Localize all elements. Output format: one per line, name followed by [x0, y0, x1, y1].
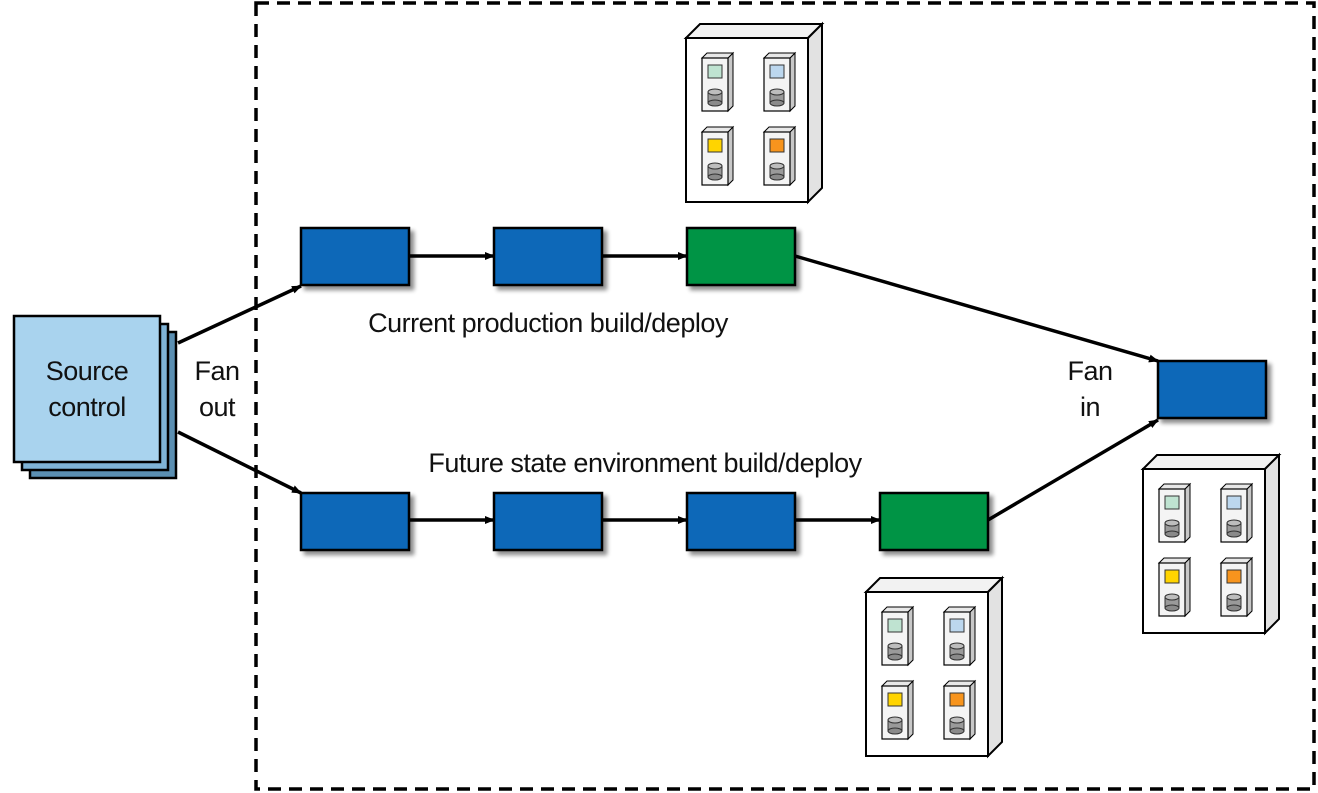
rack-side-face: [1264, 452, 1280, 636]
fan-out-arrow-top: [177, 284, 302, 345]
server-unit: [762, 51, 797, 113]
top-stage-deploy: [685, 226, 797, 287]
status-indicator: [707, 138, 723, 153]
server-unit: [1219, 556, 1254, 618]
fan-out-arrow-bottom: [177, 430, 302, 495]
rack-top-face: [1140, 454, 1282, 470]
top-stage-1: [299, 226, 411, 287]
server-rack-right: [1140, 452, 1282, 636]
fan-in-label-line2: in: [1080, 392, 1100, 422]
server-unit: [700, 125, 735, 187]
fan-in-arrow-top: [794, 254, 1159, 363]
server-unit: [700, 51, 735, 113]
rack-side-face: [987, 575, 1003, 759]
source-control-label-line2: control: [48, 392, 126, 422]
status-indicator: [1226, 495, 1242, 510]
server-unit: [942, 605, 977, 667]
status-indicator: [707, 64, 723, 79]
server-unit: [880, 605, 915, 667]
status-indicator: [1226, 569, 1242, 584]
source-control-stack: Source control: [12, 314, 178, 480]
bottom-stage-2: [492, 491, 604, 552]
server-rack-top: [683, 21, 825, 205]
bottom-pipeline: Future state environment build/deploy: [299, 448, 990, 552]
status-indicator: [949, 692, 965, 707]
status-indicator: [887, 618, 903, 633]
status-indicator: [887, 692, 903, 707]
server-unit: [762, 125, 797, 187]
bottom-stage-1: [299, 491, 411, 552]
bottom-stage-deploy: [878, 491, 990, 552]
server-unit: [942, 679, 977, 741]
status-indicator: [769, 138, 785, 153]
server-unit: [1219, 482, 1254, 544]
fan-in-target-stage: [1156, 359, 1268, 420]
rack-top-face: [863, 577, 1005, 593]
top-stage-2: [492, 226, 604, 287]
source-control-box: [12, 314, 162, 464]
status-indicator: [949, 618, 965, 633]
bottom-pipeline-label: Future state environment build/deploy: [428, 448, 862, 478]
fan-in-arrow-bottom: [987, 418, 1159, 522]
bottom-stage-3: [685, 491, 797, 552]
rack-side-face: [807, 21, 823, 205]
top-pipeline-label: Current production build/deploy: [368, 308, 729, 338]
status-indicator: [769, 64, 785, 79]
fan-out-label-line1: Fan: [194, 356, 239, 386]
environment-boundary: [254, 1, 1316, 791]
status-indicator: [1164, 569, 1180, 584]
server-unit: [1157, 556, 1192, 618]
server-unit: [1157, 482, 1192, 544]
fan-out-label-line2: out: [199, 392, 236, 422]
server-rack-bottom: [863, 575, 1005, 759]
source-control-label-line1: Source: [46, 356, 129, 386]
top-pipeline: Current production build/deploy: [299, 226, 797, 338]
status-indicator: [1164, 495, 1180, 510]
fan-in-label-line1: Fan: [1067, 356, 1112, 386]
server-unit: [880, 679, 915, 741]
rack-top-face: [683, 23, 825, 39]
